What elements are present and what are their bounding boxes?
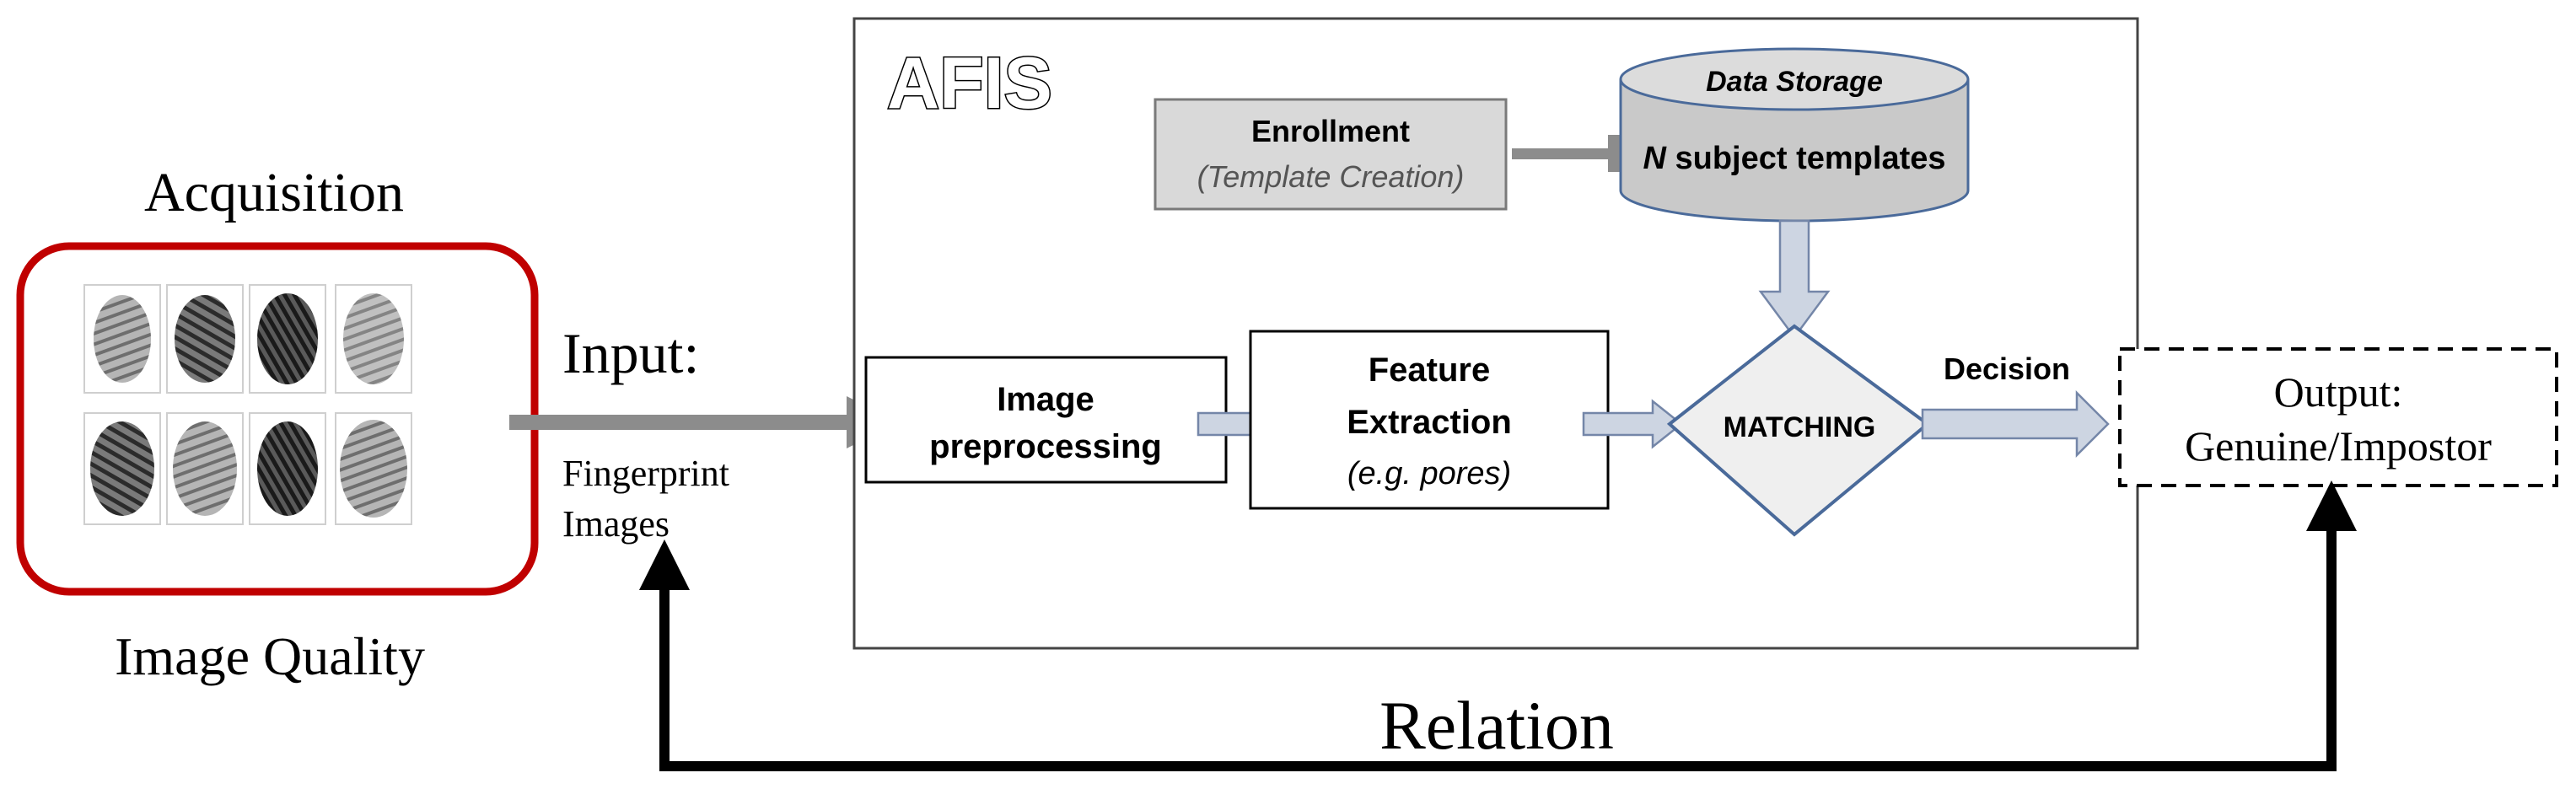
relation-label: Relation bbox=[1379, 687, 1614, 764]
afis-title: AFIS bbox=[887, 43, 1052, 124]
image-preprocessing-line2: preprocessing bbox=[929, 428, 1162, 465]
fingerprint-grid bbox=[83, 284, 412, 525]
enrollment-title: Enrollment bbox=[1251, 114, 1410, 148]
acquisition-subtitle: Image Quality bbox=[115, 626, 425, 686]
fingerprint-icon bbox=[249, 284, 326, 394]
matching-diamond bbox=[1666, 324, 1931, 537]
input-subtitle-line2: Images bbox=[562, 503, 670, 545]
input-subtitle-line1: Fingerprint bbox=[562, 453, 729, 494]
fingerprint-icon bbox=[83, 412, 161, 525]
output-line1: Output: bbox=[2274, 368, 2403, 416]
fingerprint-icon bbox=[335, 284, 412, 394]
feature-extraction-line2: Extraction bbox=[1347, 404, 1512, 441]
data-storage-subtitle-value: subject templates bbox=[1675, 141, 1946, 176]
image-preprocessing-line1: Image bbox=[997, 381, 1094, 418]
fingerprint-icon bbox=[249, 412, 326, 525]
enrollment-box bbox=[1154, 98, 1508, 211]
image-preprocessing-box bbox=[864, 356, 1228, 484]
enrollment-subtitle: (Template Creation) bbox=[1197, 159, 1465, 194]
decision-arrow bbox=[1921, 389, 2110, 459]
decision-label: Decision bbox=[1944, 352, 2070, 386]
feature-to-matching-arrow bbox=[1582, 399, 1684, 449]
input-arrow bbox=[509, 396, 899, 448]
feature-extraction-line1: Feature bbox=[1369, 352, 1491, 389]
feature-extraction-line3: (e.g. pores) bbox=[1347, 456, 1511, 491]
data-storage-n: N bbox=[1643, 141, 1667, 176]
fingerprint-icon bbox=[335, 412, 412, 525]
storage-to-matching-arrow bbox=[1758, 219, 1831, 340]
data-storage-title: Data Storage bbox=[1706, 66, 1883, 98]
data-storage-subtitle: N subject templates bbox=[1643, 141, 1945, 176]
input-label: Input: bbox=[562, 321, 699, 385]
output-box bbox=[2118, 347, 2558, 487]
fingerprint-icon bbox=[166, 412, 244, 525]
data-storage-subtitle-text bbox=[1666, 141, 1675, 176]
fingerprint-icon bbox=[83, 284, 161, 394]
feature-extraction-box bbox=[1249, 330, 1610, 510]
fingerprint-icon bbox=[166, 284, 244, 394]
output-line2: Genuine/Impostor bbox=[2185, 422, 2492, 470]
acquisition-title: Acquisition bbox=[144, 162, 404, 223]
matching-label: MATCHING bbox=[1724, 411, 1876, 443]
